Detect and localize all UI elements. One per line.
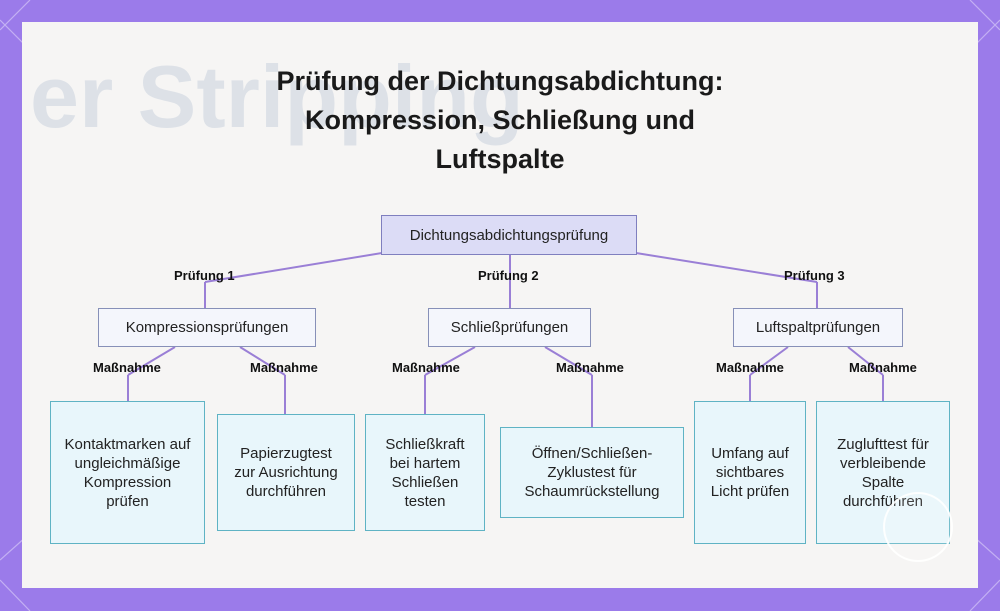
branch-label-3: Prüfung 3 [784,268,845,283]
leaf-node-label: Öffnen/Schließen-Zyklustest für Schaumrü… [524,445,660,500]
action-label-1a: Maßnahme [93,360,161,375]
group-node-airgap: Luftspaltprüfungen [733,308,903,347]
diagram-title: Prüfung der Dichtungsabdichtung: Kompres… [0,62,1000,179]
title-line-2: Kompression, Schließung und [304,105,696,135]
title-line-3: Luftspalte [435,144,565,174]
root-node-label: Dichtungsabdichtungsprüfung [409,226,609,244]
edge-g1-l1 [127,346,176,376]
group-node-compression: Kompressionsprüfungen [98,308,316,347]
leaf-node-paper-pull: Papierzugtest zur Ausrichtung durchführe… [217,414,355,531]
leaf-node-label: Kontaktmarken auf ungleichmäßige Kompres… [64,435,191,510]
group-node-label: Luftspaltprüfungen [755,319,881,336]
root-node: Dichtungsabdichtungsprüfung [381,215,637,255]
edge-g1-l2 [239,346,286,376]
leaf-node-cycle-test: Öffnen/Schließen-Zyklustest für Schaumrü… [500,427,684,518]
leaf-node-label: Papierzugtest zur Ausrichtung durchführe… [234,445,338,500]
leaf-node-label: Schließkraft bei hartem Schließen testen [385,435,465,510]
leaf-node-closing-force: Schließkraft bei hartem Schließen testen [365,414,485,531]
group-node-closing: Schließprüfungen [428,308,591,347]
leaf-node-label: Zuglufttest für verbleibende Spalte durc… [837,435,929,510]
edge-root-g1 [204,252,383,283]
edge-g3-l2 [847,346,884,376]
title-line-1: Prüfung der Dichtungsabdichtung: [276,66,724,96]
group-node-label: Schließprüfungen [450,319,569,336]
edge-g3-l1 [749,346,789,376]
action-label-2a: Maßnahme [392,360,460,375]
background-watermark-text: er Stripping [30,47,524,146]
action-label-3a: Maßnahme [716,360,784,375]
branch-label-1: Prüfung 1 [174,268,235,283]
action-label-1b: Maßnahme [250,360,318,375]
watermark-seal-icon [883,492,953,562]
leaf-node-contact-marks: Kontaktmarken auf ungleichmäßige Kompres… [50,401,205,544]
action-label-2b: Maßnahme [556,360,624,375]
edge-root-g3 [635,252,818,283]
group-node-label: Kompressionsprüfungen [125,319,289,336]
branch-label-2: Prüfung 2 [478,268,539,283]
leaf-node-label: Umfang auf sichtbares Licht prüfen [710,445,790,500]
leaf-node-visible-light: Umfang auf sichtbares Licht prüfen [694,401,806,544]
edge-g2-l2 [544,346,593,376]
edge-g2-l1 [424,346,476,376]
action-label-3b: Maßnahme [849,360,917,375]
